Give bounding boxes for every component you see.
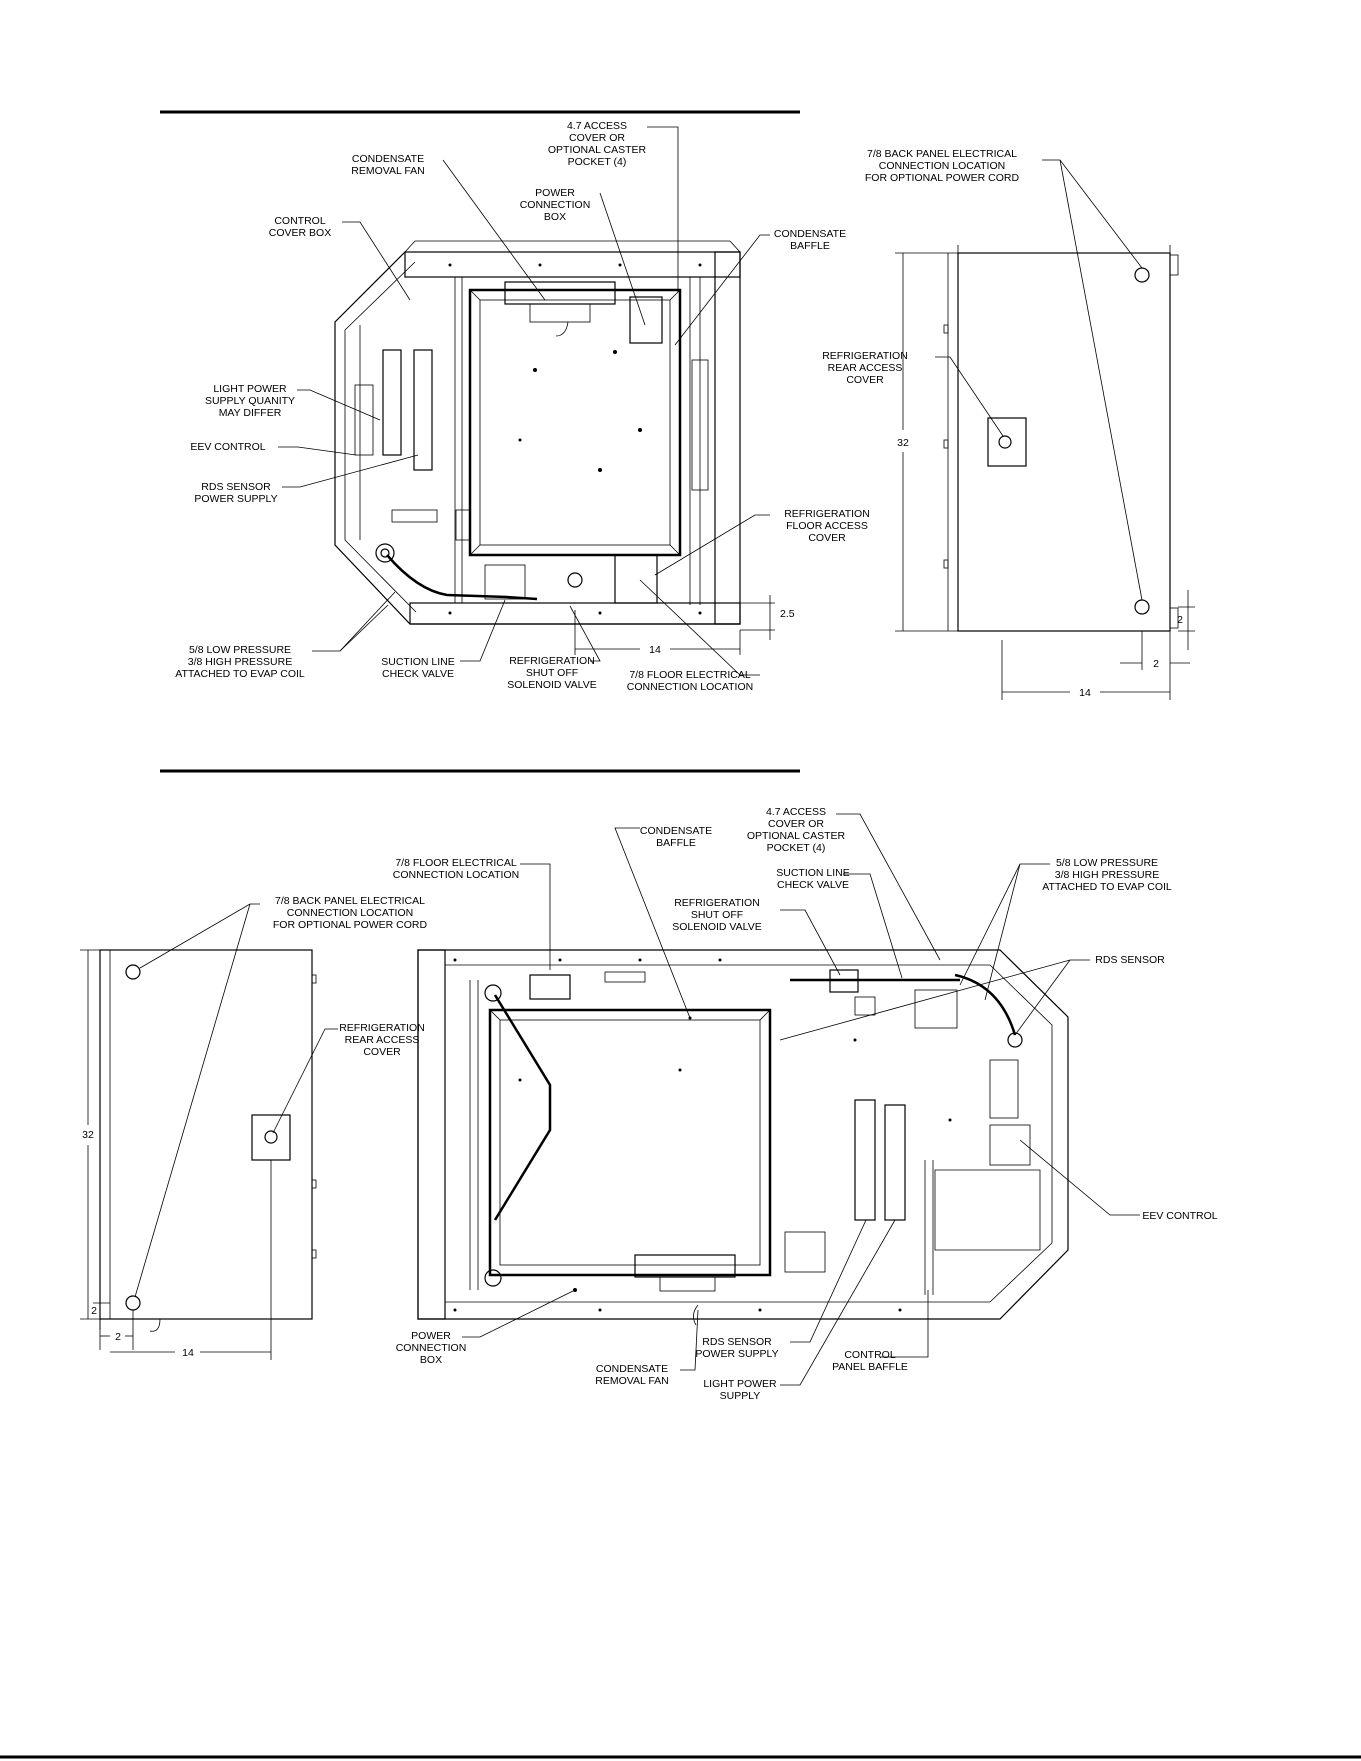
upper-front-dimensions: 2.5 14 <box>574 595 795 656</box>
upper-side-dimensions: 32 2 2 14 <box>895 252 1195 700</box>
dim-lower-side-width: 14 <box>182 1347 194 1359</box>
lower-front-leaders <box>462 813 1140 1386</box>
dim-upper-front-height: 2.5 <box>780 608 795 620</box>
label-lower-rds-sensor: RDS SENSOR <box>1095 954 1165 966</box>
upper-side-view <box>943 245 1179 632</box>
dim-lower-side-height: 32 <box>82 1129 94 1141</box>
label-eev-control: EEV CONTROL <box>190 441 265 453</box>
dim-lower-side-small-h: 2 <box>115 1331 121 1343</box>
dim-upper-side-height: 32 <box>897 437 909 449</box>
upper-front-view <box>334 240 741 625</box>
lower-front-view <box>417 949 1069 1326</box>
label-lower-eev-control: EEV CONTROL <box>1142 1210 1217 1222</box>
dim-lower-side-small-v: 2 <box>91 1305 97 1317</box>
dim-upper-front-width: 14 <box>649 644 661 656</box>
lower-side-dimensions: 32 2 2 14 <box>80 949 272 1360</box>
lower-side-view <box>99 949 317 1332</box>
dim-upper-side-small-h: 2 <box>1153 658 1159 670</box>
lower-side-leaders <box>134 863 551 1298</box>
dim-upper-side-width: 14 <box>1079 687 1091 699</box>
upper-side-leaders <box>935 159 1143 601</box>
upper-front-leaders <box>278 126 770 676</box>
dim-upper-side-small-v: 2 <box>1177 614 1183 626</box>
